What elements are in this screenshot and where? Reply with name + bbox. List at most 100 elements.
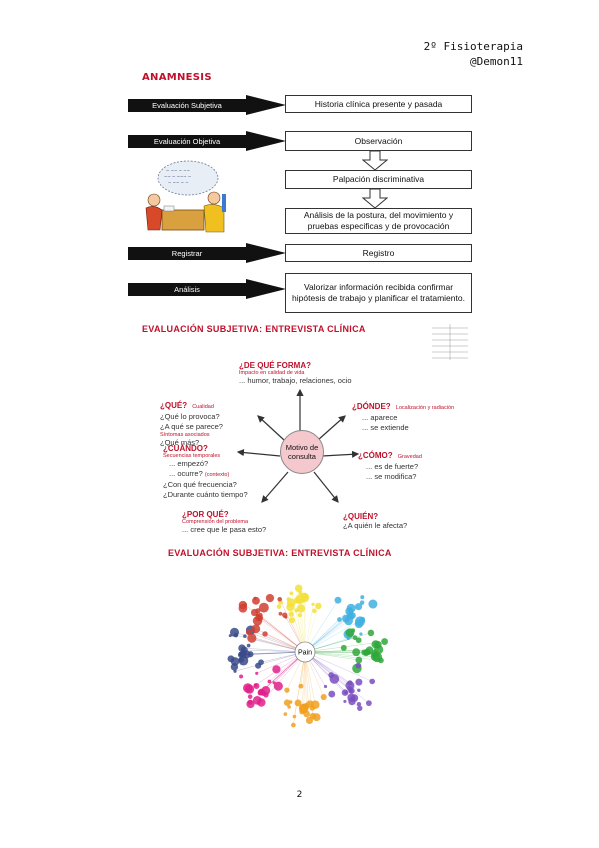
network-node [294, 608, 299, 613]
network-node [277, 596, 283, 602]
network-node [337, 617, 342, 622]
network-node [340, 644, 347, 651]
network-node [243, 603, 247, 607]
arrow-icon [246, 279, 286, 299]
network-node [320, 693, 327, 701]
network-node [315, 602, 322, 610]
network-node [295, 596, 303, 604]
network-node [287, 705, 291, 709]
page-number: 2 [296, 790, 303, 800]
network-node [258, 659, 264, 666]
network-node [253, 596, 257, 600]
network-node [258, 602, 269, 613]
network-node [303, 710, 310, 718]
network-node [355, 662, 362, 669]
network-node [244, 684, 255, 694]
pain-network-graph: Pain [227, 584, 389, 728]
network-node [284, 687, 290, 693]
network-node [283, 712, 288, 716]
network-node [265, 593, 275, 603]
network-node [368, 599, 378, 609]
network-node [276, 604, 282, 609]
header-author: @Demon11 [470, 55, 523, 68]
network-node [239, 674, 244, 679]
network-edge [304, 651, 381, 661]
network-node [251, 624, 261, 634]
cuando-group: ¿CUÁNDO? Secuencias temporales ... empez… [163, 444, 248, 499]
network-edge [254, 612, 306, 653]
network-title: EVALUACIÓN SUBJETIVA: ENTREVISTA CLÍNICA [168, 548, 392, 558]
network-node [255, 671, 259, 675]
box-analisis-postura: Análisis de la postura, del movimiento y… [285, 208, 472, 234]
network-edge [304, 651, 373, 682]
network-node [359, 632, 363, 636]
network-node [381, 638, 389, 645]
network-node [328, 690, 336, 698]
arrow-icon [246, 243, 286, 263]
anamnesis-title: ANAMNESIS [142, 72, 212, 83]
network-node [352, 648, 361, 657]
network-node [273, 681, 283, 691]
network-node [298, 683, 304, 689]
network-node [296, 604, 306, 613]
motivo-consulta-label: Motivo de consulta [285, 443, 319, 461]
network-edge [234, 651, 306, 672]
box-registro: Registro [285, 244, 472, 262]
network-node [294, 699, 302, 707]
network-edge [304, 619, 363, 653]
network-node [312, 608, 317, 614]
network-node [229, 627, 240, 637]
network-node [294, 584, 303, 593]
network-node [253, 683, 260, 690]
svg-text:~ ~~ ~ ~: ~ ~~ ~ ~ [168, 180, 189, 185]
network-node [283, 699, 291, 707]
network-node [243, 634, 247, 638]
network-node [372, 652, 383, 663]
network-node [362, 649, 370, 657]
label-analisis: Análisis [128, 283, 246, 296]
network-node [278, 611, 283, 616]
box-valorizar: Valorizar información recibida confirmar… [285, 273, 472, 313]
network-node [367, 629, 375, 637]
box-observacion: Observación [285, 131, 472, 151]
network-node [359, 600, 365, 605]
svg-text:~ ~~ ~ ~~: ~ ~~ ~ ~~ [166, 168, 190, 173]
network-node [272, 681, 276, 685]
network-node [289, 700, 293, 704]
label-objetiva: Evaluación Objetiva [128, 135, 246, 148]
network-node [360, 595, 365, 600]
network-node [355, 678, 363, 686]
porque-group: ¿POR QUÉ? Comprensión del problema ... c… [182, 510, 267, 534]
network-node [348, 697, 356, 706]
network-node [311, 602, 315, 606]
donde-group: ¿DÓNDE? Localización y radiación ... apa… [352, 402, 455, 432]
network-node [304, 704, 309, 708]
network-node [349, 612, 356, 619]
network-node [257, 698, 266, 707]
como-group: ¿CÓMO? Gravedad ... es de fuerte? ... se… [358, 451, 422, 481]
network-node [365, 700, 372, 707]
motivo-consulta-node: Motivo de consulta [280, 430, 324, 474]
network-node [272, 665, 281, 674]
network-node [258, 691, 262, 695]
forma-group: ¿DE QUÉ FORMA? Impacto en calidad de vid… [239, 361, 352, 385]
network-node [262, 631, 268, 637]
quien-group: ¿QUIÉN? ¿A quién le afecta? [343, 512, 408, 530]
mini-chart-thumbnail [432, 324, 468, 360]
network-node [344, 690, 348, 695]
network-node [371, 640, 380, 649]
network-node [252, 616, 263, 626]
network-node [261, 690, 267, 697]
network-node [267, 679, 272, 684]
network-edge [261, 651, 306, 703]
network-node [334, 596, 342, 604]
network-node [346, 636, 350, 640]
down-arrow-icon [362, 151, 388, 171]
network-node [245, 629, 252, 636]
label-registrar: Registrar [128, 247, 246, 260]
network-edge [304, 632, 372, 653]
network-node [355, 603, 363, 611]
network-node [357, 705, 363, 711]
network-node [305, 716, 314, 724]
network-node [242, 650, 251, 659]
